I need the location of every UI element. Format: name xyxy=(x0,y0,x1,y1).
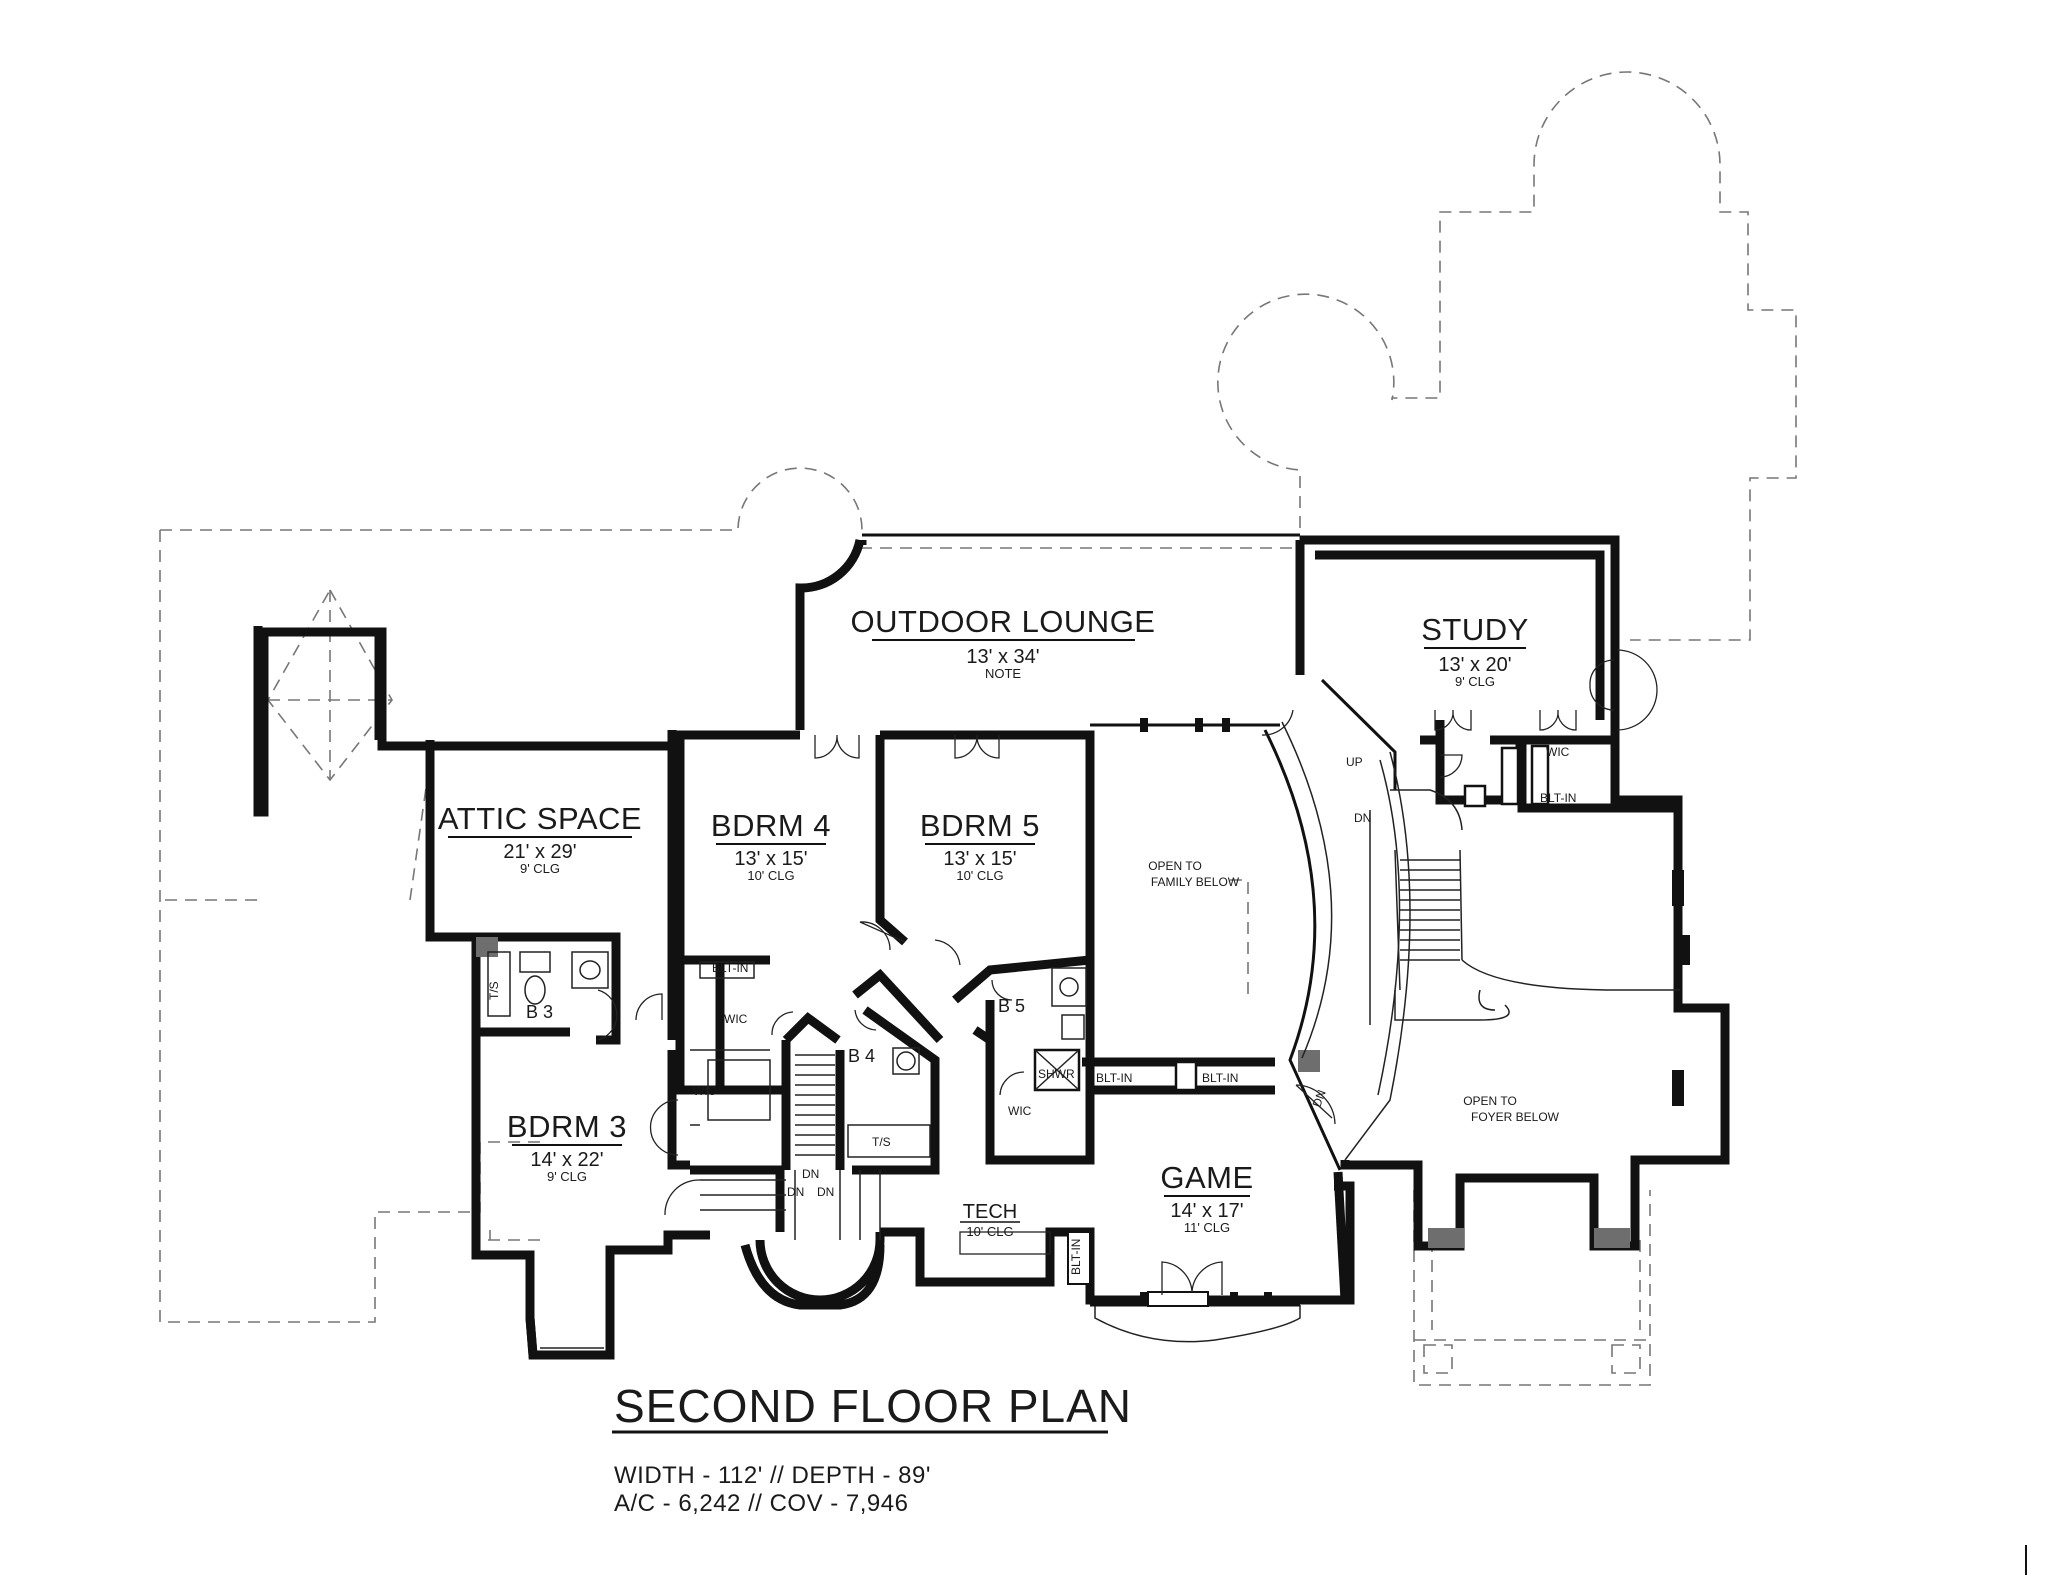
label-open-foyer-2: FOYER BELOW xyxy=(1471,1110,1560,1124)
plan-title: SECOND FLOOR PLAN xyxy=(614,1380,1132,1432)
label-wic-bdrm5: WIC xyxy=(1008,1104,1032,1118)
label-wic-bdrm3: WIC xyxy=(693,1084,717,1098)
room-note-outdoor-lounge: NOTE xyxy=(985,666,1021,681)
label-up: UP xyxy=(1346,755,1363,769)
label-dn-3: DN xyxy=(817,1185,834,1199)
small-stairs xyxy=(700,1054,881,1240)
label-open-family-2: FAMILY BELOW xyxy=(1151,875,1240,889)
room-name-attic: ATTIC SPACE xyxy=(438,801,642,836)
label-b3: B 3 xyxy=(526,1002,553,1022)
wall-hatch xyxy=(1594,1228,1630,1248)
room-name-bdrm3: BDRM 3 xyxy=(507,1109,627,1144)
room-dim-bdrm5: 13' x 15' xyxy=(943,848,1016,870)
wall-hatch xyxy=(1428,1228,1464,1248)
label-dn-1: DN xyxy=(802,1167,819,1181)
label-shwr: SHWR xyxy=(1038,1067,1075,1081)
roof-outline-dashed xyxy=(159,71,1797,1386)
room-name-tech: TECH xyxy=(963,1201,1017,1223)
label-blt-in-hall-1: BLT-IN xyxy=(1096,1071,1132,1085)
room-clg-bdrm4: 10' CLG xyxy=(747,868,794,883)
room-name-game: GAME xyxy=(1160,1160,1253,1195)
wall-hatch xyxy=(476,937,498,957)
doors xyxy=(597,649,1658,1295)
fixtures xyxy=(487,744,1550,1285)
room-clg-attic: 9' CLG xyxy=(520,861,560,876)
label-open-family-1: OPEN TO xyxy=(1148,859,1202,873)
room-name-bdrm4: BDRM 4 xyxy=(711,808,831,843)
label-blt-in-bdrm4: BLT-IN xyxy=(712,961,748,975)
label-ts-b4: T/S xyxy=(872,1135,891,1149)
label-b5: B 5 xyxy=(998,996,1025,1016)
label-blt-in-study: BLT-IN xyxy=(1540,791,1576,805)
label-dn-2: DN xyxy=(787,1185,804,1199)
room-name-bdrm5: BDRM 5 xyxy=(920,808,1040,843)
title-block: SECOND FLOOR PLAN WIDTH - 112' // DEPTH … xyxy=(612,1380,1132,1517)
room-dim-bdrm4: 13' x 15' xyxy=(734,848,807,870)
room-dim-game: 14' x 17' xyxy=(1170,1200,1243,1222)
label-open-foyer-1: OPEN TO xyxy=(1463,1094,1517,1108)
room-clg-game: 11' CLG xyxy=(1184,1220,1230,1235)
room-name-study: STUDY xyxy=(1421,612,1529,647)
room-labels: OUTDOOR LOUNGE 13' x 34' NOTE STUDY 13' … xyxy=(438,604,1577,1275)
label-ts-b3: T/S xyxy=(487,981,501,1000)
room-dim-bdrm3: 14' x 22' xyxy=(530,1149,603,1171)
window-marks xyxy=(1140,718,1690,1307)
attic-extension xyxy=(253,626,668,942)
room-dim-study: 13' x 20' xyxy=(1438,654,1511,676)
exterior-walls xyxy=(471,535,1730,1360)
room-clg-bdrm3: 9' CLG xyxy=(547,1169,587,1184)
stats-line-2: A/C - 6,242 // COV - 7,946 xyxy=(614,1490,908,1517)
curved-balcony xyxy=(1263,678,1411,1171)
room-clg-bdrm5: 10' CLG xyxy=(956,868,1003,883)
room-dim-outdoor-lounge: 13' x 34' xyxy=(966,646,1039,668)
label-dn-main: DN xyxy=(1354,811,1371,825)
label-dn-curve: DN xyxy=(1310,1088,1329,1109)
label-wic-study: WIC xyxy=(1546,745,1570,759)
room-clg-study: 9' CLG xyxy=(1455,674,1495,689)
label-wic-bdrm4: WIC xyxy=(724,1012,748,1026)
bay-windows xyxy=(525,1243,1301,1360)
interior-walls xyxy=(471,720,1678,1301)
label-blt-in-tech: BLT-IN xyxy=(1069,1239,1083,1275)
main-stairs xyxy=(1390,789,1680,1021)
wall-hatch xyxy=(1298,1050,1320,1072)
room-dim-attic: 21' x 29' xyxy=(503,841,576,863)
room-clg-tech: 10' CLG xyxy=(966,1224,1013,1239)
room-name-outdoor-lounge: OUTDOOR LOUNGE xyxy=(851,604,1156,639)
label-b4: B 4 xyxy=(848,1046,875,1066)
label-blt-in-hall-2: BLT-IN xyxy=(1202,1071,1238,1085)
stats-line-1: WIDTH - 112' // DEPTH - 89' xyxy=(614,1462,931,1489)
